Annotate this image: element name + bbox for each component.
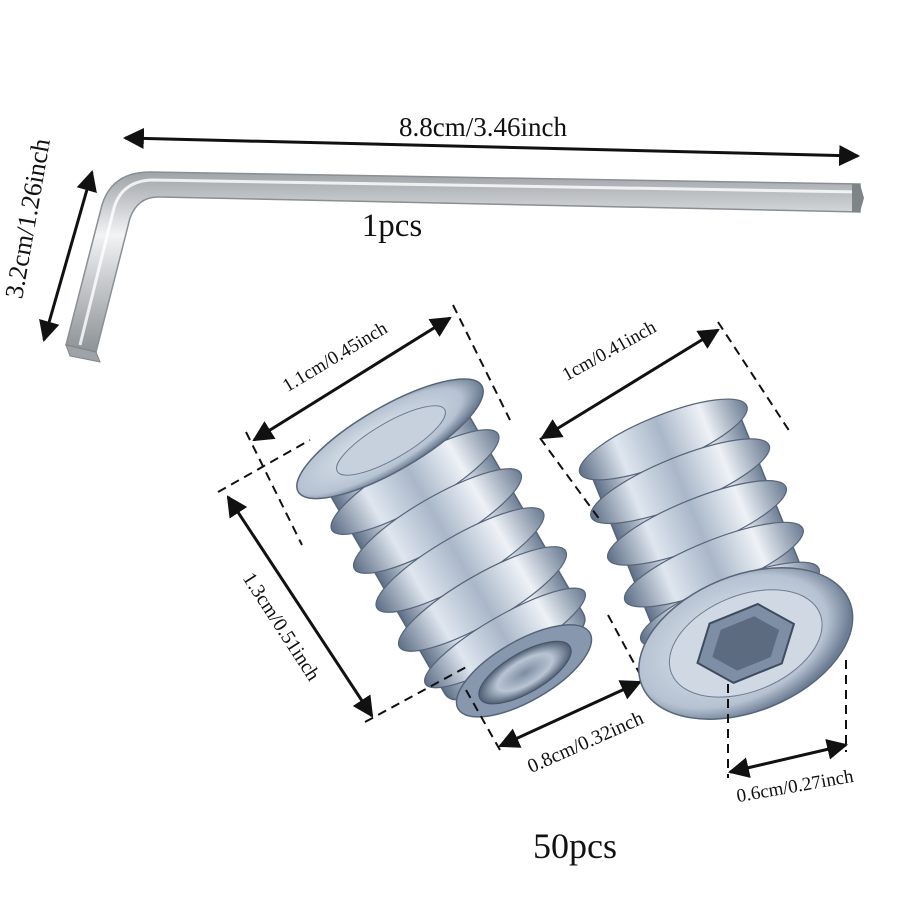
left-top-dash-2 xyxy=(452,304,511,421)
right-top-dash-1 xyxy=(539,437,601,521)
wrench-length-label: 8.8cm/3.46inch xyxy=(399,112,567,142)
wrench-quantity-label: 1pcs xyxy=(362,208,423,244)
left-side-dash-2 xyxy=(364,664,471,723)
left-length-arrow xyxy=(226,495,374,718)
left-inner-arrow xyxy=(498,680,642,748)
inserts-quantity-label: 50pcs xyxy=(533,826,617,866)
right-diameter-arrow xyxy=(540,328,720,440)
wrench-height-arrow xyxy=(39,169,97,343)
left-top-dash-1 xyxy=(245,431,303,546)
right-hex-arrow xyxy=(727,739,849,778)
wrench-height-label: 3.2cm/1.26inch xyxy=(0,136,56,300)
threaded-insert-right xyxy=(578,398,854,720)
left-length-label: 1.3cm/0.51inch xyxy=(238,569,324,685)
left-bottom-dash-1 xyxy=(465,689,501,751)
left-diameter-label: 1.1cm/0.45inch xyxy=(279,318,392,397)
wrench-length-arrow xyxy=(122,127,861,167)
right-top-dash-2 xyxy=(717,321,791,433)
left-diameter-arrow xyxy=(252,316,452,442)
left-inner-label: 0.8cm/0.32inch xyxy=(524,707,647,778)
hex-wrench xyxy=(65,171,864,363)
right-hex-label: 0.6cm/0.27inch xyxy=(735,766,856,807)
left-bottom-dash-2 xyxy=(607,614,643,679)
left-side-dash-1 xyxy=(217,439,311,493)
